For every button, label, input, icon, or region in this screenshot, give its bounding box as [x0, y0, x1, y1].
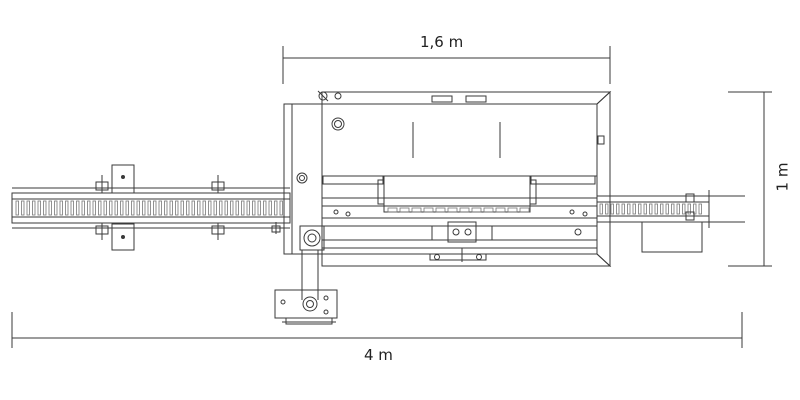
- conveyor-slat: [676, 203, 680, 215]
- right-conveyor-slats: [599, 203, 702, 215]
- conveyor-slat: [632, 203, 636, 215]
- conveyor-slat: [48, 200, 52, 216]
- conveyor-slat: [76, 200, 80, 216]
- conveyor-slat: [164, 200, 168, 216]
- conveyor-slat: [671, 203, 675, 215]
- dimension-right: [728, 91, 772, 267]
- conveyor-slat: [213, 200, 217, 216]
- conveyor-slat: [698, 203, 702, 215]
- conveyor-slat: [621, 203, 625, 215]
- conveyor-slat: [65, 200, 69, 216]
- conveyor-slat: [98, 200, 102, 216]
- conveyor-slat: [230, 200, 234, 216]
- conveyor-slat: [627, 203, 631, 215]
- dimension-label-width: 1,6 m: [420, 33, 464, 51]
- inner-conveyor-slats: [387, 207, 530, 213]
- drive-motor-unit: [274, 250, 338, 325]
- conveyor-slat: [235, 200, 239, 216]
- conveyor-slat: [37, 200, 41, 216]
- conveyor-slat: [423, 207, 434, 213]
- conveyor-slat: [649, 203, 653, 215]
- conveyor-slat: [32, 200, 36, 216]
- conveyor-slat: [15, 200, 19, 216]
- conveyor-slat: [246, 200, 250, 216]
- conveyor-slat: [599, 203, 603, 215]
- conveyor-slat: [459, 207, 470, 213]
- conveyor-slat: [131, 200, 135, 216]
- conveyor-slat: [147, 200, 151, 216]
- conveyor-slat: [92, 200, 96, 216]
- conveyor-slat: [109, 200, 113, 216]
- conveyor-slat: [202, 200, 206, 216]
- conveyor-slat: [136, 200, 140, 216]
- conveyor-slat: [241, 200, 245, 216]
- conveyor-slat: [519, 207, 530, 213]
- conveyor-slat: [610, 203, 614, 215]
- conveyor-slat: [54, 200, 58, 216]
- conveyor-slat: [660, 203, 664, 215]
- conveyor-slat: [483, 207, 494, 213]
- conveyor-slat: [638, 203, 642, 215]
- conveyor-slat: [197, 200, 201, 216]
- right-conveyor: [596, 190, 745, 253]
- conveyor-slat: [257, 200, 261, 216]
- main-machine-frame: [283, 90, 612, 268]
- conveyor-slat: [447, 207, 458, 213]
- conveyor-slat: [411, 207, 422, 213]
- conveyor-slat: [263, 200, 267, 216]
- conveyor-slat: [208, 200, 212, 216]
- left-conveyor-brackets: [95, 164, 281, 251]
- conveyor-slat: [268, 200, 272, 216]
- conveyor-slat: [654, 203, 658, 215]
- conveyor-slat: [70, 200, 74, 216]
- conveyor-slat: [224, 200, 228, 216]
- left-conveyor-slats: [15, 200, 283, 216]
- conveyor-slat: [26, 200, 30, 216]
- conveyor-slat: [665, 203, 669, 215]
- conveyor-slat: [399, 207, 410, 213]
- conveyor-slat: [43, 200, 47, 216]
- dimension-label-height: 1 m: [773, 162, 792, 192]
- conveyor-slat: [87, 200, 91, 216]
- conveyor-slat: [142, 200, 146, 216]
- conveyor-slat: [180, 200, 184, 216]
- conveyor-slat: [693, 203, 697, 215]
- conveyor-slat: [81, 200, 85, 216]
- conveyor-slat: [682, 203, 686, 215]
- dimension-top: [282, 46, 611, 84]
- conveyor-slat: [59, 200, 63, 216]
- dimension-label-length: 4 m: [364, 346, 393, 364]
- conveyor-slat: [605, 203, 609, 215]
- left-conveyor: [11, 187, 291, 229]
- conveyor-slat: [274, 200, 278, 216]
- conveyor-slat: [153, 200, 157, 216]
- conveyor-slat: [495, 207, 506, 213]
- conveyor-slat: [219, 200, 223, 216]
- conveyor-slat: [471, 207, 482, 213]
- conveyor-slat: [252, 200, 256, 216]
- conveyor-slat: [387, 207, 398, 213]
- conveyor-slat: [191, 200, 195, 216]
- conveyor-slat: [643, 203, 647, 215]
- conveyor-slat: [507, 207, 518, 213]
- conveyor-slat: [279, 200, 283, 216]
- conveyor-slat: [103, 200, 107, 216]
- conveyor-slat: [687, 203, 691, 215]
- conveyor-slat: [21, 200, 25, 216]
- dimension-bottom: [11, 312, 743, 348]
- conveyor-slat: [435, 207, 446, 213]
- conveyor-slat: [158, 200, 162, 216]
- conveyor-slat: [169, 200, 173, 216]
- conveyor-slat: [616, 203, 620, 215]
- conveyor-slat: [120, 200, 124, 216]
- conveyor-slat: [125, 200, 129, 216]
- conveyor-slat: [114, 200, 118, 216]
- conveyor-slat: [186, 200, 190, 216]
- conveyor-slat: [175, 200, 179, 216]
